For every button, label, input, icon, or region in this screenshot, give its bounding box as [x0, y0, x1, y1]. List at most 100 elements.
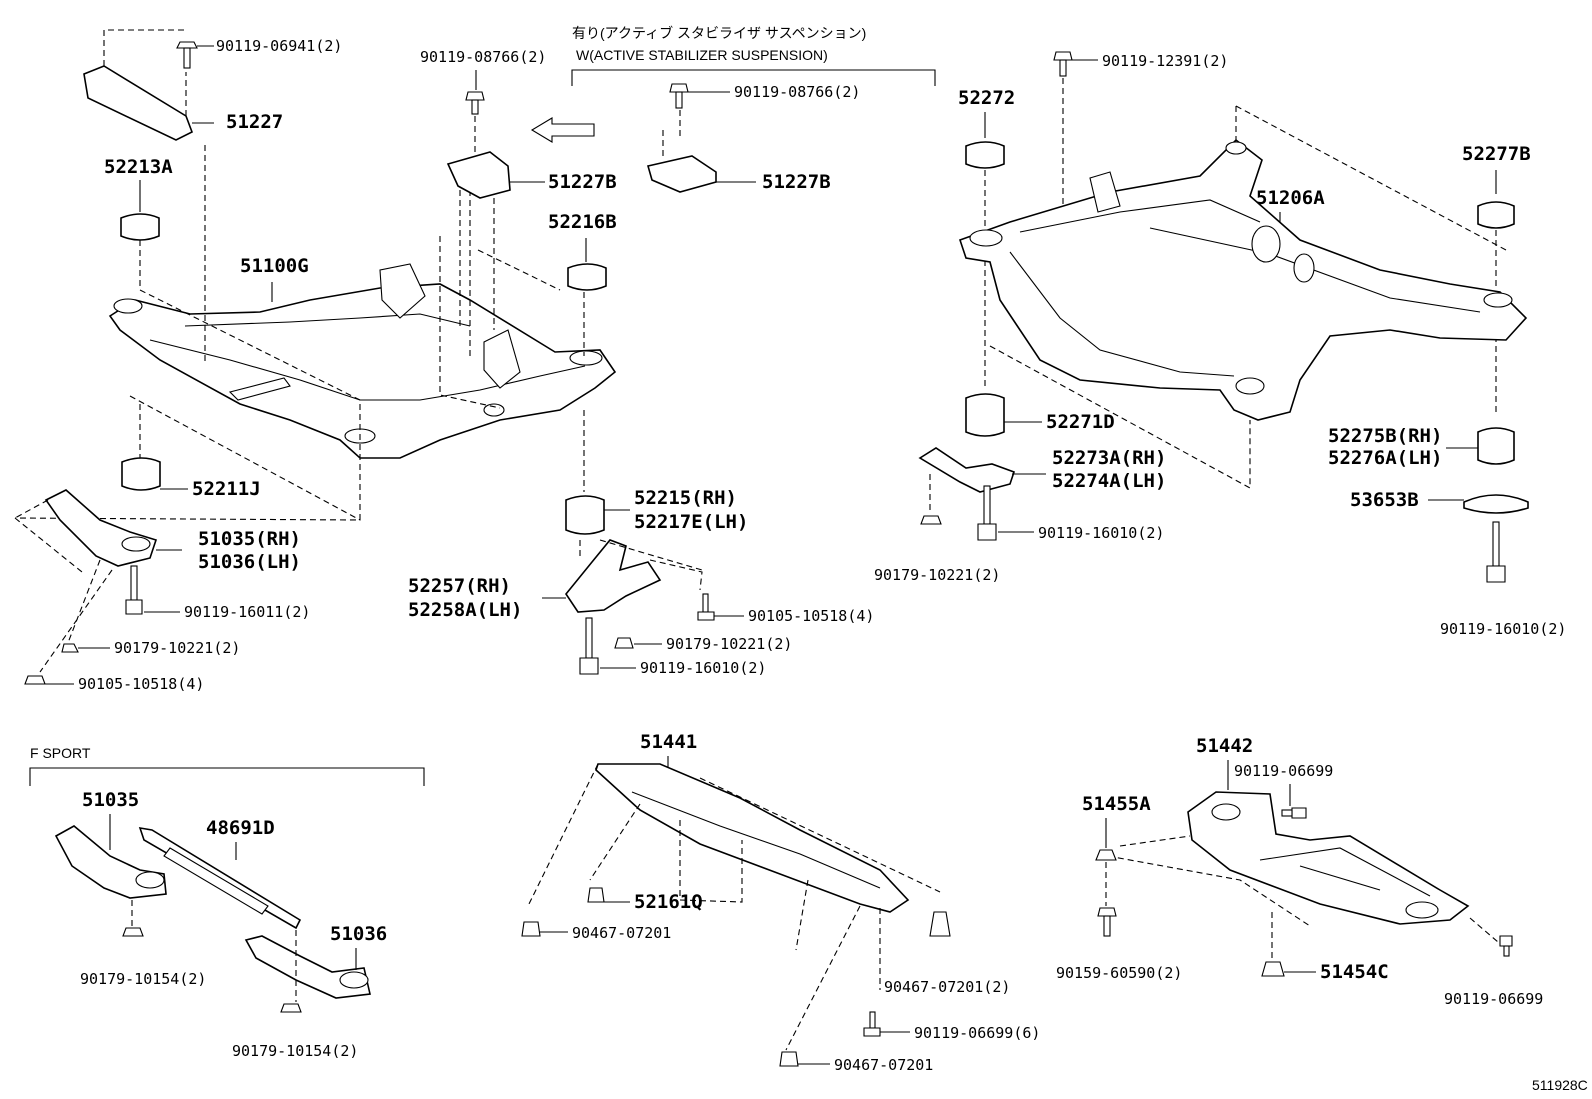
label-51441: 51441 — [640, 731, 697, 753]
part-51442-group: 51442 90119-06699 51455A 90159-60590(2) … — [1056, 735, 1543, 1008]
label-90105-10518-a: 90105-10518(4) — [78, 675, 204, 693]
label-52211J: 52211J — [192, 478, 261, 500]
bolt-icon — [669, 83, 689, 109]
bolt-icon — [176, 41, 198, 69]
nut-icon — [920, 515, 942, 525]
part-52216B-group: 52216B 52215(RH) 52217E(LH) 52257(RH) 52… — [408, 211, 874, 677]
label-52216B: 52216B — [548, 211, 617, 233]
bracket-51227B-b-icon — [646, 155, 717, 193]
label-90179-10221-b: 90179-10221(2) — [666, 635, 792, 653]
bolt-icon — [1499, 935, 1513, 957]
label-52213A: 52213A — [104, 156, 173, 178]
label-52276A-lh: 52276A(LH) — [1328, 447, 1442, 469]
cushion-52272-icon — [965, 141, 1005, 169]
label-90179-10154-a: 90179-10154(2) — [80, 970, 206, 988]
nut-icon — [280, 1003, 302, 1013]
label-53653B: 53653B — [1350, 489, 1419, 511]
label-90119-08766-b: 90119-08766(2) — [734, 83, 860, 101]
clip-icon — [1261, 961, 1285, 977]
clip-52161Q-icon — [587, 887, 605, 903]
cushion-52277B-icon — [1477, 201, 1515, 229]
cushion-52211J-icon — [121, 457, 161, 491]
label-51227B-b: 51227B — [762, 171, 831, 193]
cushion-52215-icon — [565, 495, 605, 535]
label-90179-10221-a: 90179-10221(2) — [114, 639, 240, 657]
label-51035-rh: 51035(RH) — [198, 528, 301, 550]
bolt-icon — [863, 1011, 881, 1037]
label-90119-16010-b: 90119-16010(2) — [1038, 524, 1164, 542]
clip-icon — [779, 1051, 799, 1067]
washer-53653B-icon — [1463, 494, 1529, 514]
label-51455A: 51455A — [1082, 793, 1151, 815]
bracket-51227-icon — [83, 65, 194, 141]
bolt-icon — [1486, 521, 1506, 583]
label-90159-60590: 90159-60590(2) — [1056, 964, 1182, 982]
label-52258A-lh: 52258A(LH) — [408, 599, 522, 621]
label-51035: 51035 — [82, 789, 139, 811]
label-90119-08766-a: 90119-08766(2) — [420, 48, 546, 66]
label-52271D: 52271D — [1046, 411, 1115, 433]
label-51036: 51036 — [330, 923, 387, 945]
label-51100G: 51100G — [240, 255, 309, 277]
label-90119-06699-a: 90119-06699(6) — [914, 1024, 1040, 1042]
cushion-52213A-icon — [120, 213, 160, 241]
active-stabilizer-note-en: W(ACTIVE STABILIZER SUSPENSION) — [576, 47, 828, 63]
label-90179-10154-b: 90179-10154(2) — [232, 1042, 358, 1060]
bracket-51227B-a-icon — [446, 151, 511, 199]
direction-arrow-icon — [530, 117, 595, 143]
label-90119-06699-c: 90119-06699 — [1444, 990, 1543, 1008]
part-51441-group: 51441 52161Q 90467-07201 90467-07201(2) … — [521, 731, 1040, 1074]
nut-icon — [1095, 849, 1117, 861]
active-stabilizer-bracket — [571, 69, 936, 86]
nut-icon — [614, 637, 634, 649]
cushion-52216B-icon — [567, 263, 607, 291]
label-52275B-rh: 52275B(RH) — [1328, 425, 1442, 447]
bolt-icon — [24, 675, 46, 685]
f-sport-group: F SPORT 51035 90179-10154(2) 48691D 5103… — [29, 745, 425, 1060]
bracket-52257-icon — [565, 539, 662, 613]
part-51227B-group: 90119-08766(2) 51227B 90119-08766(2) 512… — [420, 48, 860, 330]
label-90119-12391: 90119-12391(2) — [1102, 52, 1228, 70]
label-51206A: 51206A — [1256, 187, 1325, 209]
clip-icon — [929, 911, 951, 937]
active-stabilizer-note-jp: 有り(アクティブ スタビライザ サスペンション) — [572, 25, 866, 41]
bolt-icon — [977, 485, 997, 541]
label-51442: 51442 — [1196, 735, 1253, 757]
bracket-51035-icon — [44, 489, 158, 567]
cushion-52271D-icon — [965, 393, 1005, 437]
bolt-icon — [1053, 51, 1073, 77]
label-51227B-a: 51227B — [548, 171, 617, 193]
label-52161Q: 52161Q — [634, 891, 703, 913]
bolt-icon — [125, 565, 143, 615]
label-90467-07201-c: 90467-07201 — [834, 1056, 933, 1074]
label-52215-rh: 52215(RH) — [634, 487, 737, 509]
active-stabilizer-group: 有り(アクティブ スタビライザ サスペンション) W(ACTIVE STABIL… — [530, 25, 936, 143]
clip-icon — [521, 921, 541, 937]
label-52277B: 52277B — [1462, 143, 1531, 165]
label-52274A-lh: 52274A(LH) — [1052, 470, 1166, 492]
diagram-id: 511928C — [1532, 1077, 1588, 1093]
label-90467-07201-b: 90467-07201(2) — [884, 978, 1010, 996]
bolt-icon — [465, 91, 485, 115]
label-90119-06699-b: 90119-06699 — [1234, 762, 1333, 780]
f-sport-note: F SPORT — [30, 745, 91, 761]
rear-crossmember-group: 90119-12391(2) 52272 51206A 52277B 52271… — [874, 51, 1566, 638]
label-90105-10518-b: 90105-10518(4) — [748, 607, 874, 625]
label-52273A-rh: 52273A(RH) — [1052, 447, 1166, 469]
label-90179-10221-c: 90179-10221(2) — [874, 566, 1000, 584]
f-sport-bracket — [29, 767, 425, 786]
label-48691D: 48691D — [206, 817, 275, 839]
label-90467-07201-a: 90467-07201 — [572, 924, 671, 942]
nut-icon — [61, 643, 79, 653]
label-51227: 51227 — [226, 111, 283, 133]
bracket-51036-fsport-icon — [244, 935, 371, 999]
bolt-icon — [697, 593, 715, 621]
nut-icon — [122, 927, 144, 937]
bolt-icon — [1281, 807, 1307, 819]
bracket-52273A-icon — [918, 447, 1016, 493]
label-90119-16011: 90119-16011(2) — [184, 603, 310, 621]
cushion-52275B-icon — [1477, 427, 1515, 465]
label-52217E-lh: 52217E(LH) — [634, 511, 748, 533]
label-51454C: 51454C — [1320, 961, 1389, 983]
